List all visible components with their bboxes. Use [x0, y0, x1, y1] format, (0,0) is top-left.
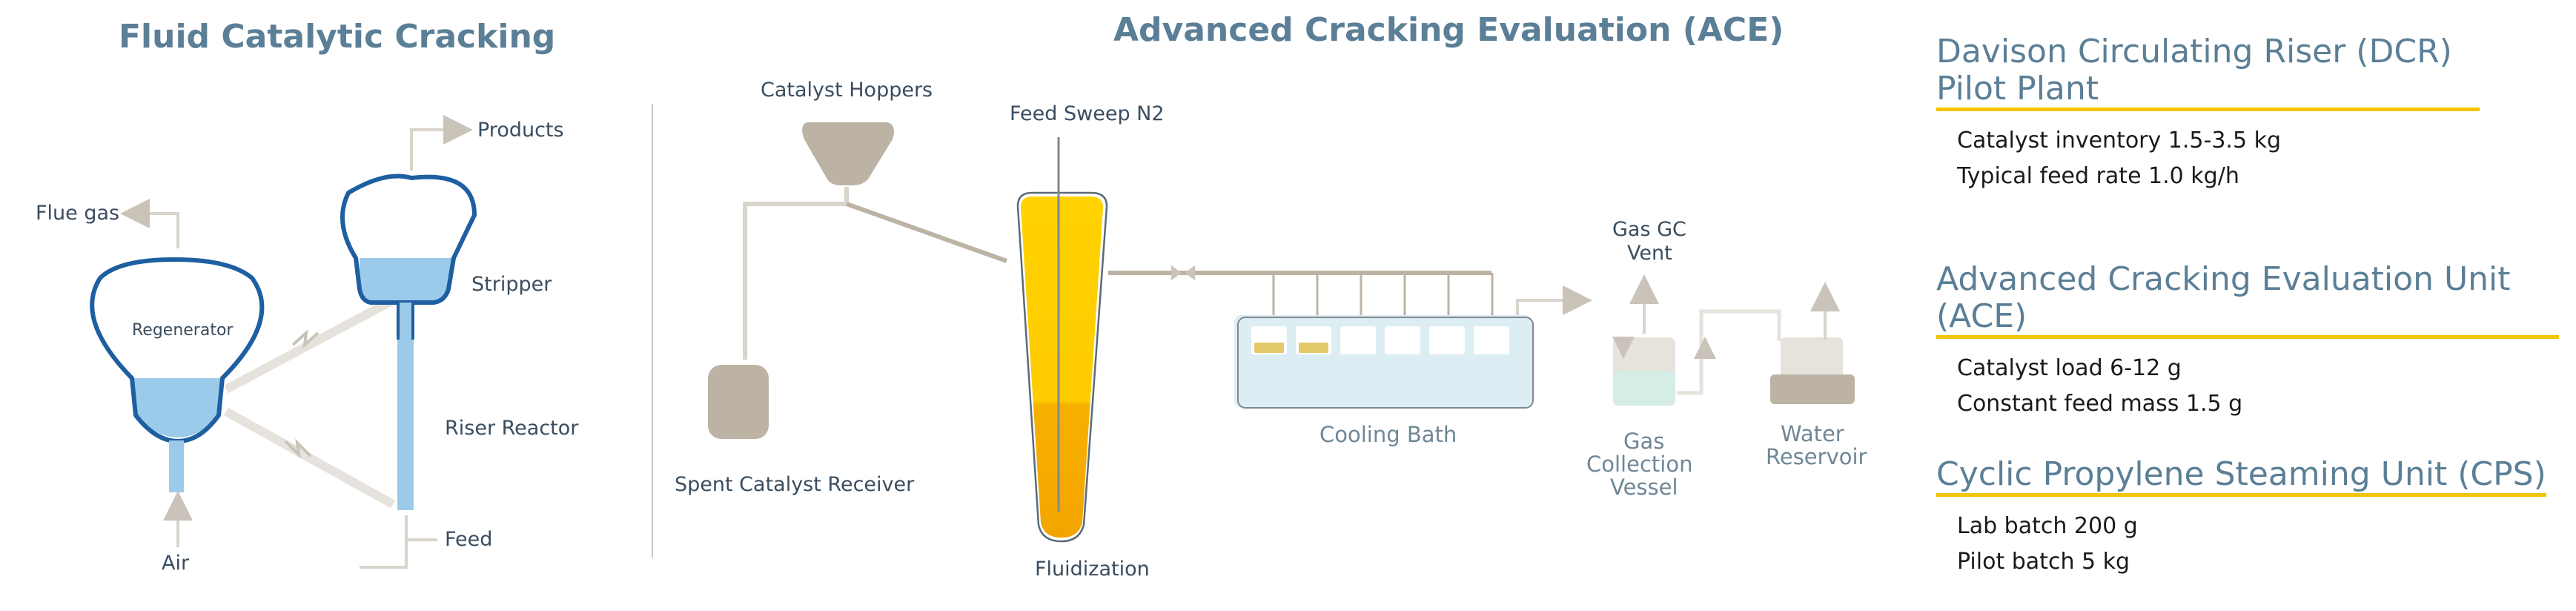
riser-reactor-label: Riser Reactor [445, 417, 579, 440]
section-dcr: Davison Circulating Riser (DCR) Pilot Pl… [1936, 33, 2559, 194]
section-cps: Cyclic Propylene Steaming Unit (CPS) Lab… [1936, 456, 2559, 580]
flue-gas-line [120, 199, 179, 248]
air-label: Air [162, 552, 190, 575]
valve-icon [291, 328, 319, 349]
ace-reactor [1016, 137, 1108, 543]
water-line [1677, 309, 1781, 395]
valve-icon [1171, 265, 1182, 280]
section-ace: Advanced Cracking Evaluation Unit (ACE) … [1936, 261, 2559, 422]
section-line: Pilot batch 5 kg [1957, 549, 2130, 575]
section-title-line2: Pilot Plant [1936, 70, 2480, 111]
feed-line [360, 515, 408, 569]
catalyst-hopper [802, 122, 894, 185]
gas-collection-vessel [1612, 337, 1675, 406]
fluidization-label: Fluidization [1035, 558, 1150, 581]
regenerator-vessel [90, 257, 265, 492]
gas-gc-label: Gas GC [1612, 218, 1686, 241]
water-label-1: Water [1781, 421, 1844, 446]
transfer-lines [224, 296, 395, 509]
spent-receiver-label: Spent Catalyst Receiver [675, 473, 915, 496]
section-line: Typical feed rate 1.0 kg/h [1957, 163, 2239, 189]
section-title: Davison Circulating Riser (DCR) [1936, 33, 2452, 70]
section-line: Catalyst load 6-12 g [1957, 355, 2182, 381]
water-reservoir [1770, 337, 1855, 404]
valve-icon [284, 438, 312, 459]
regenerator-label: Regenerator [132, 321, 234, 340]
ace-title: Advanced Cracking Evaluation (ACE) [1113, 11, 1784, 49]
hopper-feed-line [845, 202, 1008, 263]
products-line [410, 115, 473, 171]
gas-vessel-label-2: Collection [1586, 452, 1692, 477]
section-line: Constant feed mass 1.5 g [1957, 391, 2243, 417]
section-title: Cyclic Propylene Steaming Unit (CPS) [1936, 456, 2546, 497]
gas-vessel-label-3: Vessel [1610, 475, 1678, 500]
valve-icon [1185, 265, 1195, 280]
stripper-vessel [340, 174, 477, 510]
cooling-bath [1234, 315, 1534, 409]
gas-line [1516, 285, 1592, 315]
flue-gas-label: Flue gas [36, 202, 119, 225]
gas-vessel-label-1: Gas [1623, 429, 1664, 454]
section-title: Advanced Cracking Evaluation Unit (ACE) [1936, 261, 2559, 339]
water-label-2: Reservoir [1766, 444, 1867, 469]
spent-catalyst-receiver [708, 365, 769, 439]
fcc-title: Fluid Catalytic Cracking [119, 18, 555, 56]
stripper-label: Stripper [471, 273, 552, 296]
products-label: Products [477, 119, 564, 142]
cooling-bath-label: Cooling Bath [1320, 422, 1457, 447]
section-line: Catalyst inventory 1.5-3.5 kg [1957, 128, 2282, 153]
hopper-pipe [743, 187, 849, 360]
vent-label: Vent [1627, 242, 1672, 265]
section-line: Lab batch 200 g [1957, 513, 2138, 539]
feed-sweep-label: Feed Sweep N2 [1010, 102, 1165, 125]
feed-label: Feed [445, 528, 492, 551]
catalyst-hoppers-label: Catalyst Hoppers [761, 79, 933, 102]
